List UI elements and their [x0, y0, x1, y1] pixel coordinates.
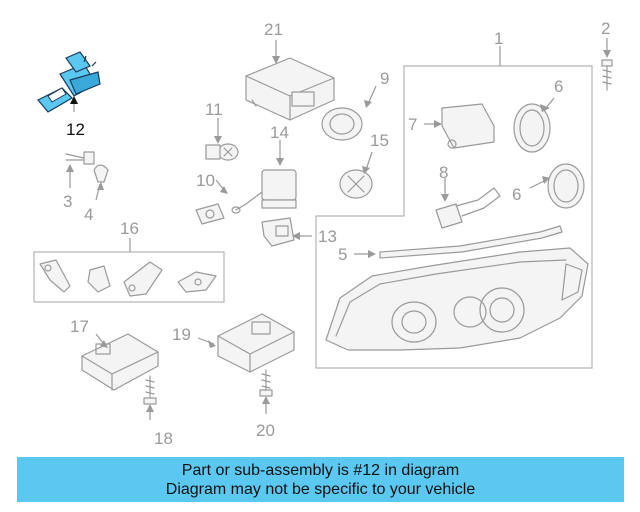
callout-5: 5 — [338, 245, 376, 264]
part-14-bulb[interactable] — [231, 169, 297, 214]
part-6-cap-lower[interactable] — [547, 163, 585, 209]
callout-14: 14 — [270, 123, 289, 166]
callout-15: 15 — [362, 131, 389, 174]
callout-11: 11 — [205, 100, 223, 144]
callout-14-label: 14 — [270, 123, 289, 142]
callout-20: 20 — [256, 396, 275, 440]
part-12-bulb[interactable] — [37, 51, 101, 113]
part-9-cover[interactable] — [321, 107, 363, 141]
callout-6a: 6 — [540, 77, 563, 112]
callout-6b: 6 — [512, 176, 550, 204]
part-18-screw[interactable] — [143, 375, 157, 405]
banner-line-1: Part or sub-assembly is #12 in diagram — [181, 462, 460, 479]
callout-13: 13 — [292, 227, 337, 246]
callout-7-label: 7 — [408, 115, 417, 134]
callout-20-label: 20 — [256, 421, 275, 440]
callout-6b-label: 6 — [512, 185, 521, 204]
callout-17-label: 17 — [70, 317, 89, 336]
callout-21: 21 — [264, 20, 283, 64]
part-13-bracket[interactable] — [261, 217, 295, 247]
callout-2: 2 — [601, 19, 611, 58]
part-6-cap-upper[interactable] — [513, 103, 551, 153]
callout-10: 10 — [196, 171, 228, 194]
part-20-screw[interactable] — [259, 369, 273, 397]
part-11-bulb[interactable] — [205, 143, 239, 161]
callout-13-label: 13 — [318, 227, 337, 246]
callout-19-label: 19 — [172, 325, 191, 344]
part-3-screw[interactable] — [65, 151, 95, 165]
callout-8-label: 8 — [439, 163, 448, 182]
callout-21-label: 21 — [264, 20, 283, 39]
part-21-module[interactable] — [245, 57, 335, 121]
callout-17: 17 — [70, 317, 108, 348]
part-19-unit[interactable] — [217, 313, 295, 373]
part-1-headlamp-frame — [315, 65, 593, 369]
callout-12: 12 — [66, 96, 85, 139]
callout-19: 19 — [172, 325, 216, 348]
callout-9: 9 — [364, 69, 389, 108]
callout-1: 1 — [494, 29, 503, 66]
part-16-kit-frame — [33, 251, 225, 303]
part-7-motor[interactable] — [441, 103, 495, 149]
part-8-connector[interactable] — [435, 187, 501, 229]
part-5-strip[interactable] — [379, 225, 563, 259]
callout-15-label: 15 — [370, 131, 389, 150]
callout-16-label: 16 — [120, 219, 139, 238]
part-10-bulb[interactable] — [195, 203, 225, 225]
part-2-screw[interactable] — [601, 59, 613, 91]
callout-6a-label: 6 — [554, 77, 563, 96]
callout-4-label: 4 — [84, 205, 93, 224]
part-16-brackets[interactable] — [39, 259, 217, 297]
part-17-ballast[interactable] — [81, 333, 159, 391]
part-4-clip[interactable] — [93, 164, 109, 183]
callout-12-label: 12 — [66, 120, 85, 139]
headlamp-housing[interactable] — [325, 247, 589, 351]
callout-4: 4 — [84, 182, 104, 224]
callout-8: 8 — [439, 163, 449, 202]
callout-7: 7 — [408, 115, 442, 134]
callout-10-label: 10 — [196, 171, 215, 190]
callout-9-label: 9 — [380, 69, 389, 88]
callout-16: 16 — [120, 219, 139, 252]
callout-2-label: 2 — [601, 19, 610, 38]
callout-18: 18 — [146, 404, 173, 448]
info-banner: Part or sub-assembly is #12 in diagram D… — [17, 457, 624, 502]
callout-18-label: 18 — [154, 429, 173, 448]
callout-3: 3 — [63, 164, 74, 211]
banner-line-2: Diagram may not be specific to your vehi… — [165, 481, 476, 498]
callout-5-label: 5 — [338, 245, 347, 264]
callout-1-label: 1 — [494, 29, 503, 48]
callout-11-label: 11 — [205, 100, 223, 119]
callout-3-label: 3 — [63, 192, 72, 211]
part-15-socket[interactable] — [339, 169, 373, 199]
